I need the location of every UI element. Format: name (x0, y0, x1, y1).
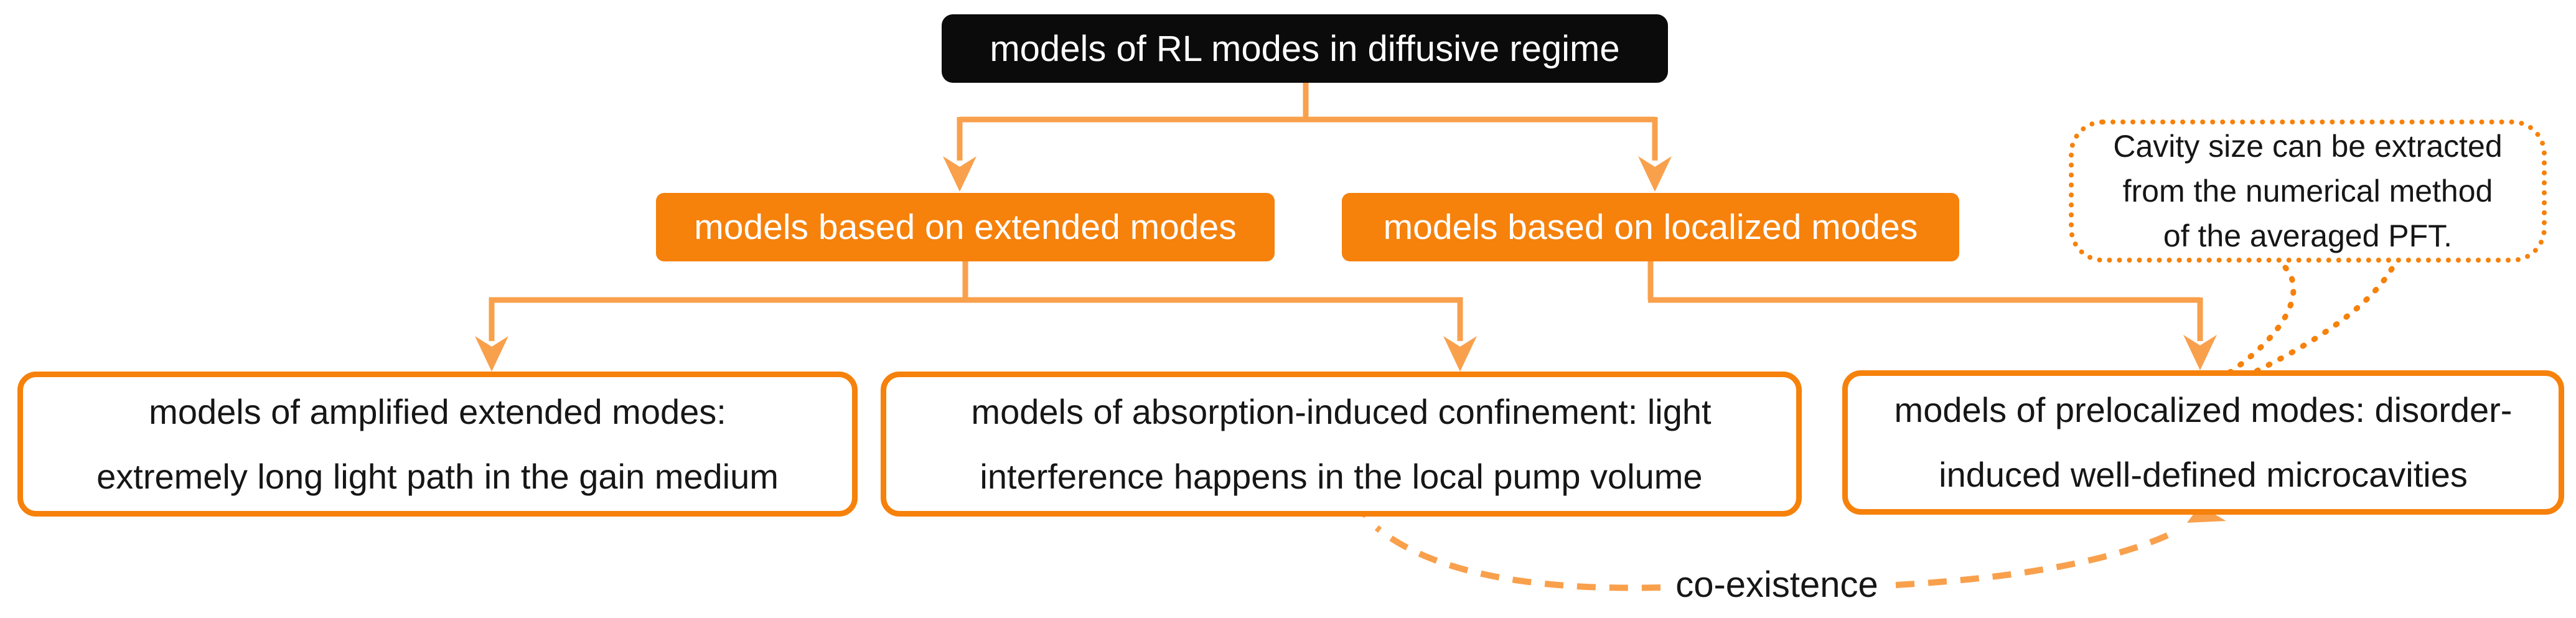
arrowhead-to-extended-icon (943, 156, 977, 192)
connector-root-to-branches (943, 83, 1672, 192)
callout-tail-left-line (2218, 265, 2297, 382)
connector-localized-to-leaf (1647, 261, 2217, 370)
arrowhead-to-localized-icon (1638, 156, 1672, 192)
leaf-c-line-2: induced well-defined microcavities (1939, 455, 2468, 494)
leaf-node-amplified-extended: models of amplified extended modes: extr… (17, 372, 858, 517)
branch-node-localized-modes: models based on localized modes (1342, 193, 1959, 261)
callout-line-1: Cavity size can be extracted (2113, 129, 2503, 164)
root-node-label: models of RL modes in diffusive regime (990, 28, 1620, 69)
coexistence-left-arc (1374, 525, 1661, 591)
connector-extended-to-leaves (475, 261, 1477, 372)
arrowhead-to-leaf-b-icon (1443, 336, 1477, 372)
leaf-a-line-1: models of amplified extended modes: (149, 391, 726, 431)
branch-extended-label: models based on extended modes (694, 207, 1237, 247)
leaf-node-prelocalized: models of prelocalized modes: disorder- … (1842, 370, 2564, 515)
arrowhead-to-leaf-a-icon (475, 336, 508, 372)
coexistence-label: co-existence (1675, 564, 1878, 605)
leaf-b-line-1: models of absorption-induced confinement… (971, 391, 1712, 431)
leaf-c-line-1: models of prelocalized modes: disorder- (1894, 390, 2513, 429)
branch-localized-label: models based on localized modes (1383, 207, 1918, 247)
leaf-b-line-2: interference happens in the local pump v… (980, 456, 1703, 496)
callout-bubble: Cavity size can be extracted from the nu… (2069, 119, 2547, 263)
branch-node-extended-modes: models based on extended modes (656, 193, 1275, 261)
root-node: models of RL modes in diffusive regime (942, 14, 1668, 83)
callout-line-2: from the numerical method (2122, 174, 2493, 208)
coexistence-right-arc (1895, 527, 2180, 588)
callout-tail (2218, 265, 2395, 389)
leaf-node-absorption-induced: models of absorption-induced confinement… (881, 372, 1802, 517)
callout-line-3: of the averaged PFT. (2163, 218, 2453, 253)
arrowhead-to-leaf-c-icon (2183, 335, 2217, 370)
callout-tail-right-line (2222, 266, 2395, 389)
leaf-a-line-2: extremely long light path in the gain me… (96, 456, 779, 496)
